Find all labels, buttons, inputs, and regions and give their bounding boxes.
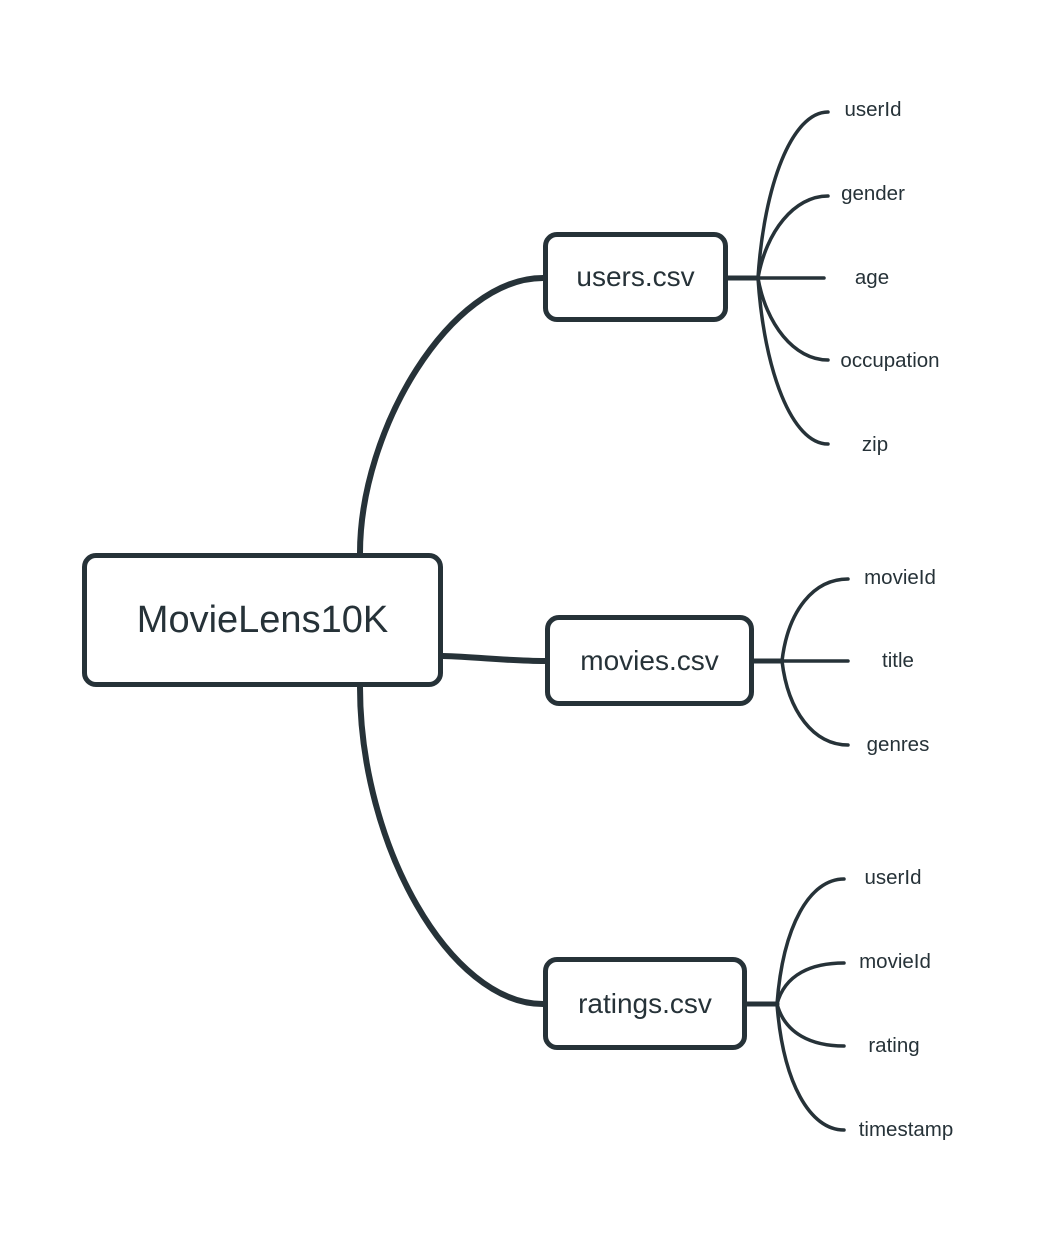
edge-users-zip — [756, 276, 830, 446]
edge-movies-movieid — [780, 577, 850, 663]
node-users-csv-label: users.csv — [576, 261, 695, 292]
leaf-movies-genres: genres — [866, 733, 930, 756]
edge-users-userid — [756, 110, 830, 280]
leaf-users-userid: userId — [844, 98, 902, 121]
node-users-csv: users.csv — [543, 232, 728, 322]
node-ratings-csv: ratings.csv — [543, 957, 747, 1050]
leaf-ratings-rating: rating — [868, 1034, 920, 1057]
edge-root-users — [357, 275, 546, 556]
leaf-ratings-userid: userId — [864, 866, 922, 889]
leaf-ratings-movieid: movieId — [859, 950, 931, 973]
leaf-movies-title: title — [882, 649, 914, 672]
node-ratings-csv-label: ratings.csv — [578, 987, 712, 1019]
edge-root-movies — [440, 653, 548, 664]
edge-users-occupation — [756, 276, 830, 362]
leaf-users-gender: gender — [841, 182, 905, 205]
node-movies-csv-label: movies.csv — [580, 644, 719, 676]
edge-ratings-userid — [775, 877, 846, 1006]
node-movielens10k-label: MovieLens10K — [136, 598, 389, 641]
edge-movies-genres — [780, 659, 850, 747]
node-movies-csv: movies.csv — [545, 615, 754, 706]
edge-users-gender — [756, 194, 830, 280]
leaf-users-age: age — [854, 266, 890, 289]
node-movielens10k: MovieLens10K — [82, 553, 443, 687]
edge-ratings-rating — [775, 1002, 846, 1048]
leaf-movies-movieid: movieId — [864, 566, 936, 589]
leaf-users-zip: zip — [861, 433, 889, 456]
edge-ratings-timestamp — [775, 1002, 846, 1132]
leaf-users-occupation: occupation — [840, 349, 940, 372]
edge-ratings-movieid — [775, 961, 846, 1006]
leaf-ratings-timestamp: timestamp — [858, 1118, 954, 1141]
edge-root-ratings — [357, 684, 546, 1007]
